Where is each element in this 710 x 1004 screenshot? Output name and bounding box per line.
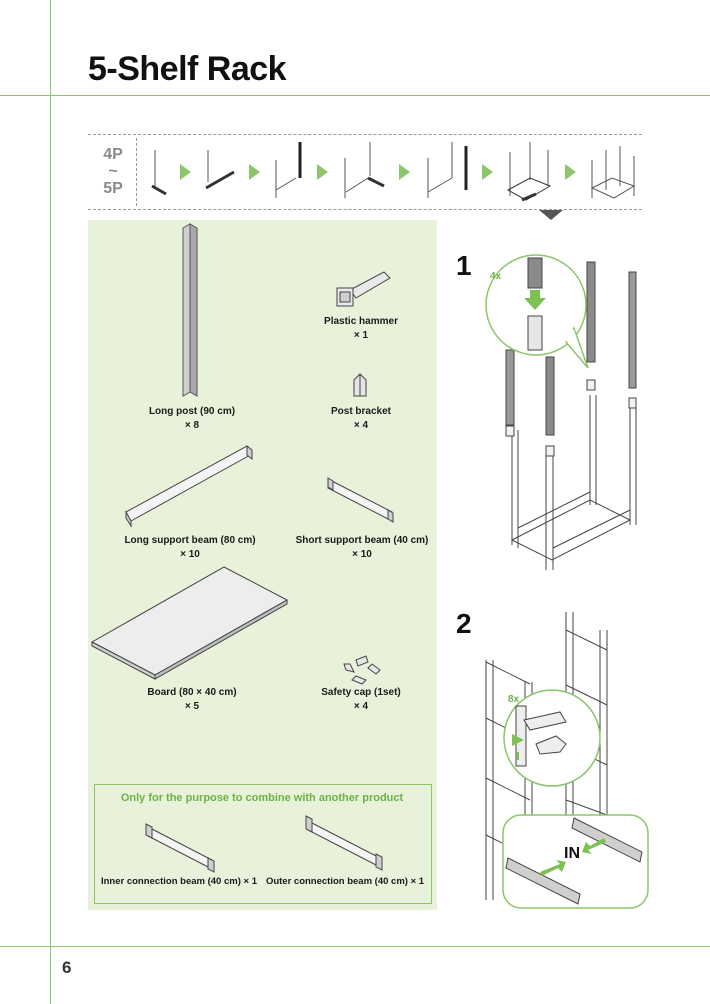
page-number: 6	[62, 958, 72, 977]
short-beam-label: Short support beam (40 cm) × 10	[284, 534, 440, 562]
short-beam-qty: × 10	[352, 549, 372, 560]
long-beam-label: Long support beam (80 cm) × 10	[110, 534, 270, 562]
plastic-hammer-illustration	[336, 271, 391, 307]
range-top: 4P	[103, 146, 123, 163]
post-bracket-label: Post bracket × 4	[300, 405, 422, 433]
post-bracket-qty: × 4	[353, 420, 369, 431]
inner-connection-beam-illustration	[145, 823, 215, 873]
long-post-name: Long post (90 cm)	[148, 406, 236, 417]
page-title: 5-Shelf Rack	[88, 50, 287, 88]
sequence-diagram	[151, 142, 636, 220]
plastic-hammer-label: Plastic hammer × 1	[300, 315, 422, 343]
long-beam-qty: × 10	[180, 549, 200, 560]
outer-connection-label: Outer connection beam (40 cm) × 1	[265, 876, 425, 887]
outer-connection-beam-illustration	[305, 815, 383, 871]
short-beam-name: Short support beam (40 cm)	[295, 535, 429, 546]
safety-cap-label: Safety cap (1set) × 4	[300, 686, 422, 714]
combination-title: Only for the purpose to combine with ano…	[120, 792, 404, 804]
short-beam-illustration	[327, 477, 394, 523]
sequence-separator	[136, 138, 138, 206]
board-label: Board (80 × 40 cm) × 5	[118, 686, 266, 714]
step-2-number: 2	[456, 608, 472, 639]
long-beam-name: Long support beam (80 cm)	[124, 535, 256, 546]
post-bracket-name: Post bracket	[330, 406, 392, 417]
range-tilde: ~	[108, 163, 118, 180]
safety-cap-illustration	[343, 655, 381, 685]
plastic-hammer-qty: × 1	[353, 330, 369, 341]
shelf-range: 4P ~ 5P	[96, 146, 130, 197]
step-2-inset-label: IN	[564, 845, 580, 862]
plastic-hammer-name: Plastic hammer	[324, 316, 398, 327]
post-bracket-illustration	[353, 373, 367, 397]
board-qty: × 5	[184, 701, 200, 712]
range-bottom: 5P	[103, 180, 123, 197]
inner-connection-label: Inner connection beam (40 cm) × 1	[100, 876, 257, 887]
header-rule	[0, 95, 710, 96]
safety-cap-qty: × 4	[353, 701, 369, 712]
long-beam-illustration	[125, 444, 253, 528]
long-post-label: Long post (90 cm) × 8	[118, 405, 266, 433]
step-1-number: 1	[456, 250, 472, 281]
combination-box	[94, 784, 432, 904]
footer-rule	[0, 946, 710, 947]
long-post-qty: × 8	[184, 420, 200, 431]
parts-list-panel	[88, 220, 437, 910]
margin-line	[50, 0, 51, 1004]
sequence-strip	[88, 134, 642, 210]
step-1-callout-count: 4x	[490, 271, 502, 282]
safety-cap-name: Safety cap (1set)	[321, 687, 401, 698]
long-post-illustration	[182, 223, 198, 397]
board-name: Board (80 × 40 cm)	[147, 687, 237, 698]
board-illustration	[90, 566, 289, 680]
step-2-callout-count: 8x	[508, 694, 520, 705]
